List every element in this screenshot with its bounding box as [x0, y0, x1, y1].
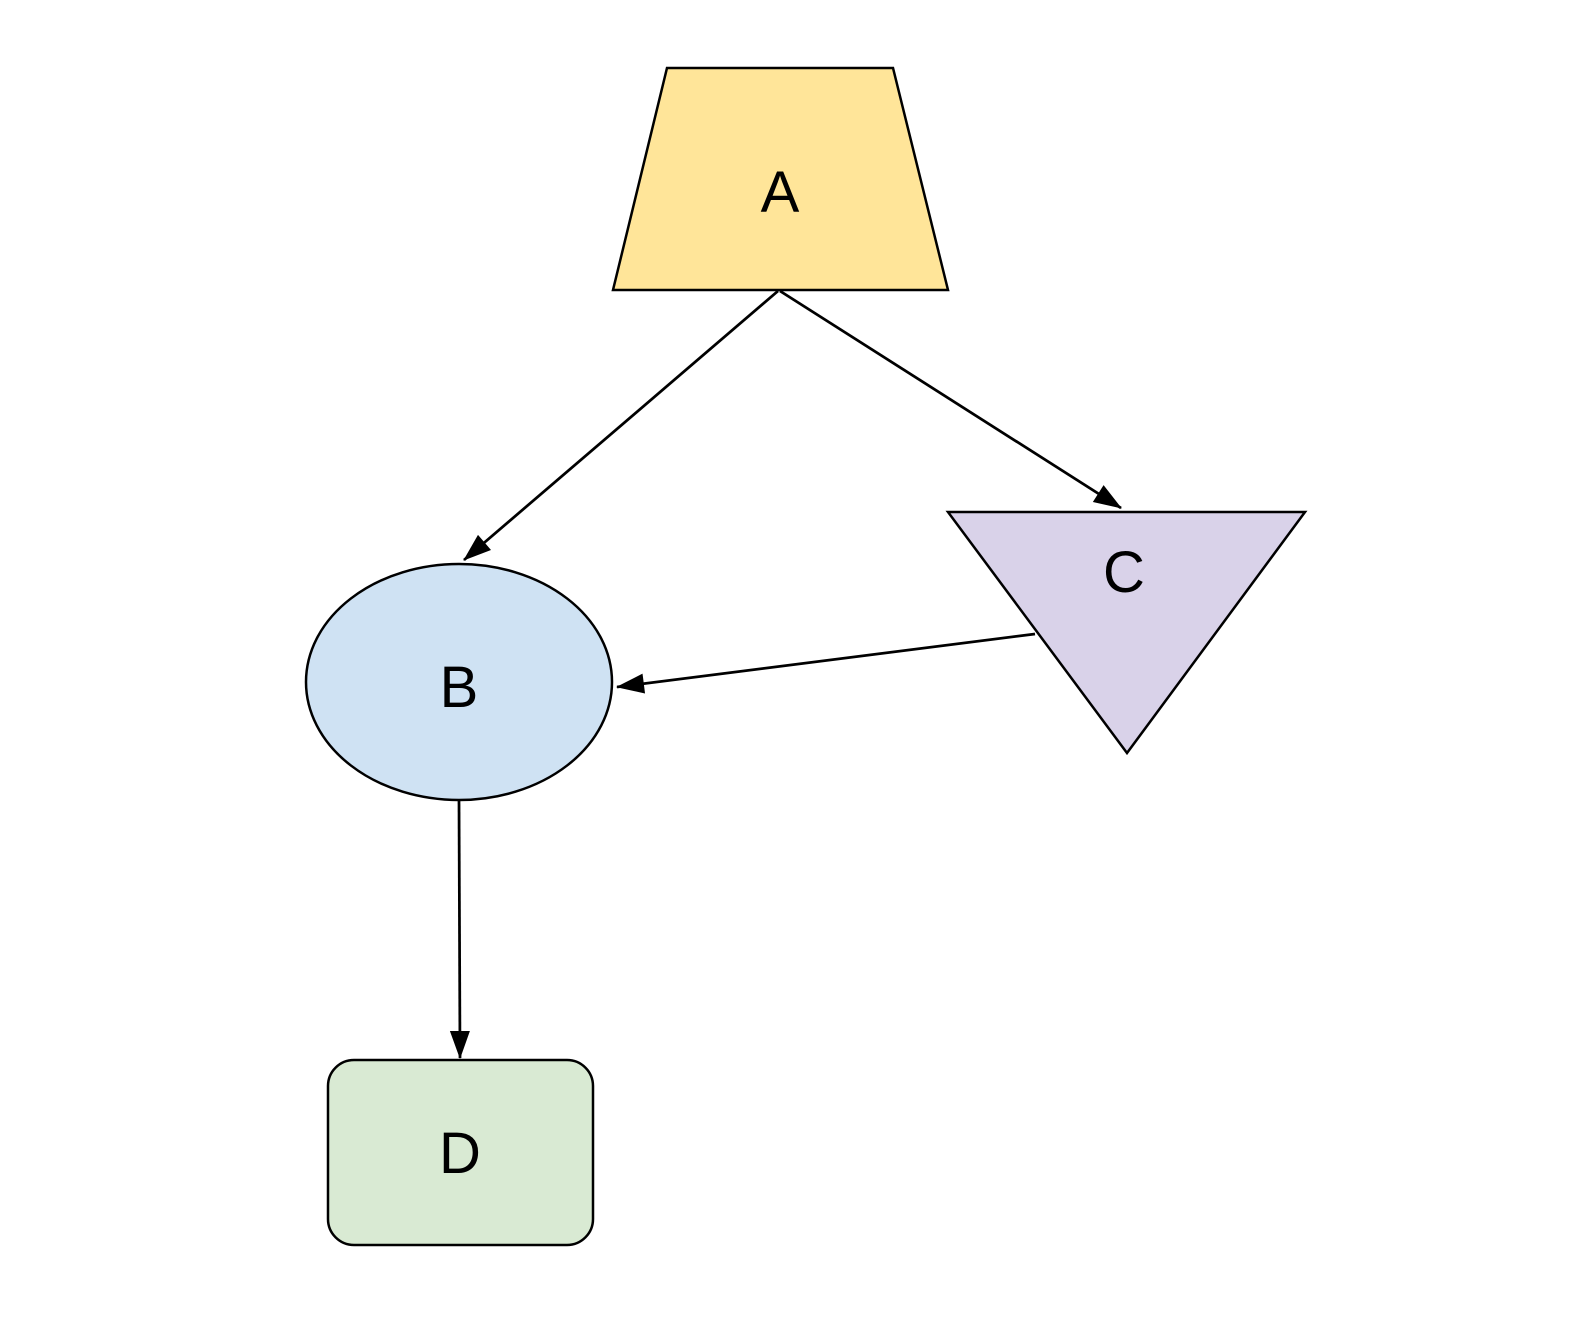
edge-a-to-b [463, 289, 779, 562]
node-a: A [611, 66, 950, 292]
edge-a-to-c [779, 289, 1122, 510]
edge-c-to-b [616, 632, 1036, 694]
node-c-label: C [1103, 540, 1145, 605]
node-c-triangle-shape [945, 510, 1308, 756]
node-d-rounded-rect-shape [326, 1058, 595, 1247]
node-b: B [304, 562, 614, 802]
node-b-label: B [440, 655, 479, 720]
edge-b-to-d [449, 799, 470, 1059]
node-c: C [945, 510, 1308, 756]
node-d: D [326, 1058, 595, 1247]
node-d-label: D [439, 1121, 481, 1186]
node-b-ellipse-shape [304, 562, 614, 802]
node-a-label: A [761, 160, 800, 225]
node-a-trapezoid-shape [611, 66, 950, 292]
